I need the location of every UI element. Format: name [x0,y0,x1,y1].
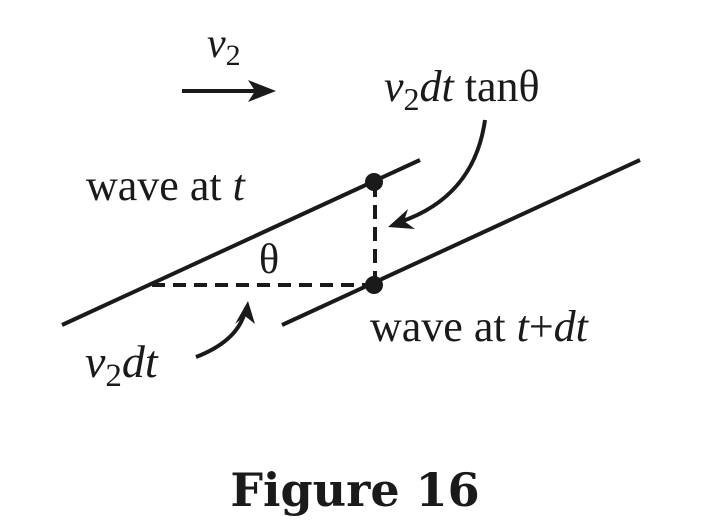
base-v-symbol: v [85,336,106,387]
base-displacement-label: v2dt [85,336,159,394]
wave-at-t-plus-dt-label: wave at t+dt [370,302,590,351]
wave-at-tdt-plus: + [529,302,554,351]
theta-label: θ [259,237,279,283]
wave-at-t-variable: t [233,161,247,210]
velocity-arrowhead [248,80,276,102]
base-v-subscript: 2 [105,358,122,394]
base-dt-symbol: dt [122,336,159,387]
base-pointer-arrow [195,314,246,359]
tan-v-symbol: v [384,62,404,111]
velocity-subscript: 2 [226,39,241,72]
wavefront-at-t [61,158,421,327]
figure-caption: Figure 16 [230,463,479,517]
velocity-label: v2 [207,21,241,72]
tan-v-subscript: 2 [404,81,420,117]
wave-at-t-label: wave at t [86,161,247,210]
tan-dt-symbol: dt [420,62,456,111]
upper-intersection-dot [365,173,383,191]
wave-at-t-prefix: wave at [86,161,233,210]
wave-at-tdt-t: t [517,302,531,351]
tan-pointer-arrowhead [388,209,415,229]
wave-at-tdt-dt: dt [554,302,590,351]
wavefront-at-t-plus-dt [281,158,641,327]
lower-intersection-dot [365,276,383,294]
wave-at-tdt-prefix: wave at [370,302,517,351]
tan-pointer-arrow [399,119,487,224]
tan-displacement-label: v2dt tanθ [384,62,540,117]
velocity-symbol: v [207,21,226,67]
tan-theta-text: tanθ [454,62,540,111]
base-pointer-arrowhead [235,301,255,324]
